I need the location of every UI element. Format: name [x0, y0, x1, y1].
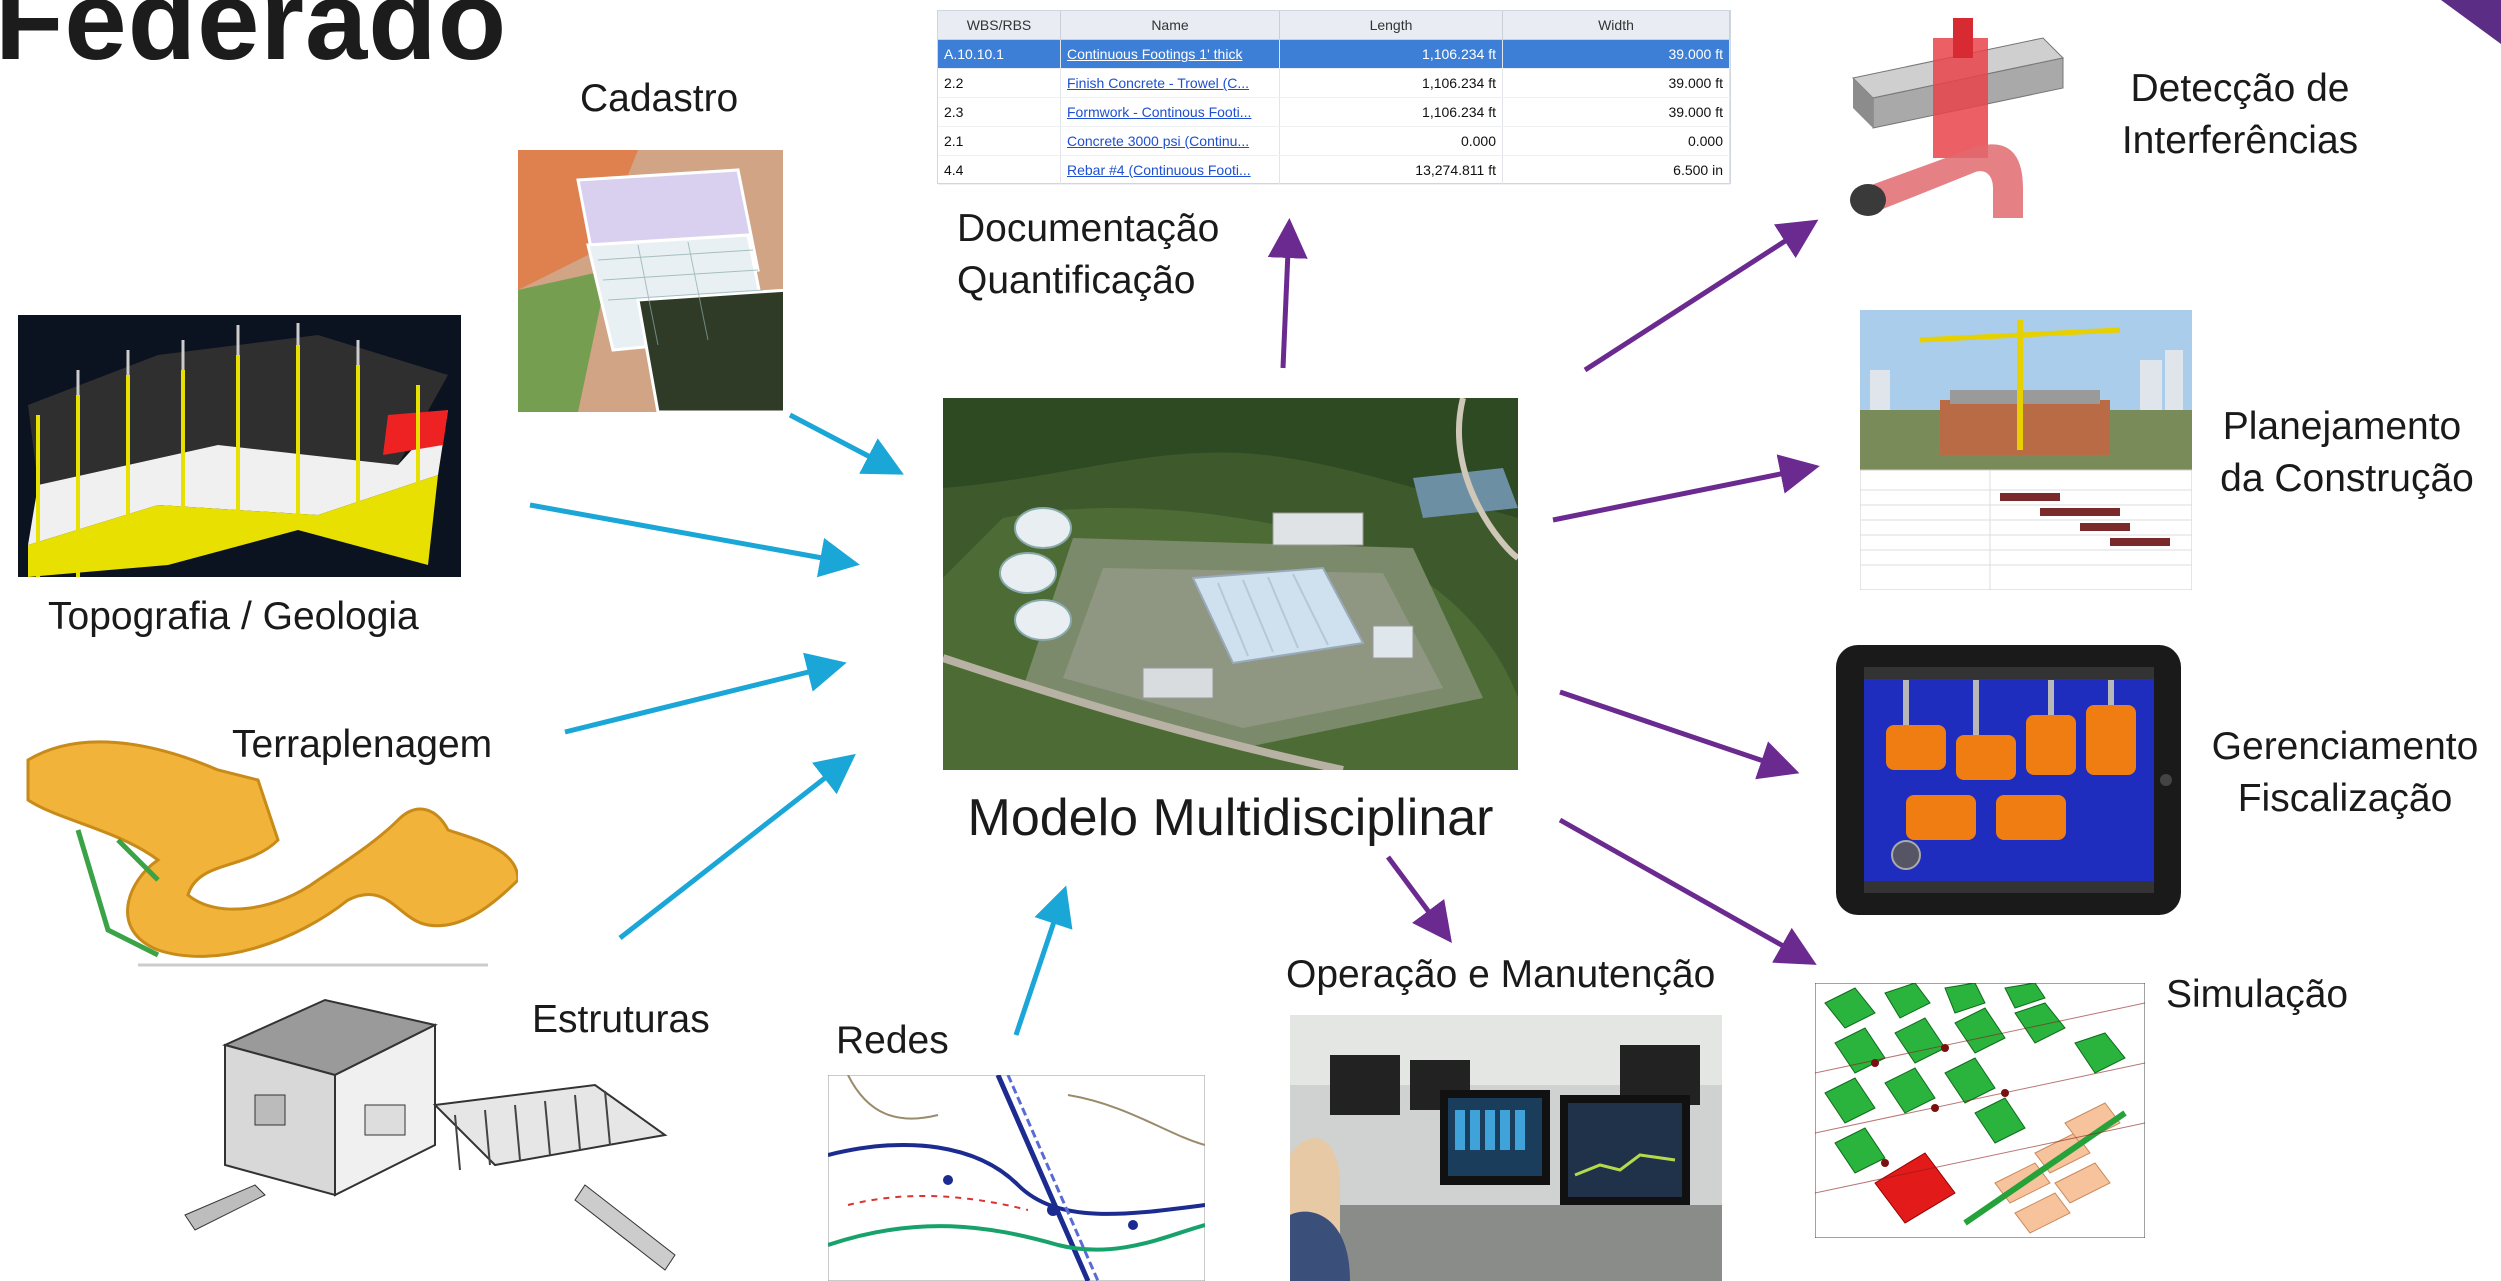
wbs-name-link[interactable]: Rebar #4 (Continuous Footi... — [1060, 155, 1280, 185]
arrow-structures-to-model — [618, 753, 856, 940]
wbs-cell: 2.3 — [938, 97, 1061, 127]
wbs-cell: 0.000 — [1502, 126, 1730, 156]
page-title: Federado — [0, 0, 508, 83]
management-tablet — [1836, 645, 2181, 915]
wbs-cell: A.10.10.1 — [938, 39, 1061, 69]
construction-planning-label-line1: Planejamento — [2222, 405, 2462, 448]
center-model-label: Modelo Multidisciplinar — [967, 789, 1494, 847]
clash-detection-model — [1850, 18, 2065, 218]
operations-maintenance-label: Operação e Manutenção — [1286, 953, 1716, 996]
cadastro-map-layers — [518, 150, 783, 412]
table-row[interactable]: 2.2 Finish Concrete - Trowel (C... 1,106… — [938, 68, 1730, 98]
wbs-cell: 1,106.234 ft — [1279, 39, 1503, 69]
arrow-cadastro-to-model — [788, 412, 904, 475]
operations-control-room — [1290, 1015, 1722, 1281]
earthworks-label: Terraplenagem — [232, 723, 493, 766]
table-row[interactable]: A.10.10.1 Continuous Footings 1' thick 1… — [938, 39, 1730, 69]
wbs-quantity-table: WBS/RBS Name Length Width A.10.10.1 Cont… — [937, 10, 1731, 185]
arrow-networks-to-model — [1013, 885, 1073, 1036]
wbs-name-link[interactable]: Finish Concrete - Trowel (C... — [1060, 68, 1280, 98]
arrow-earthworks-to-model — [564, 652, 847, 735]
structures-model — [184, 998, 676, 1271]
wbs-header-length: Length — [1279, 11, 1503, 40]
simulation-layout — [1815, 983, 2145, 1238]
arrow-model-to-simulation — [1558, 817, 1817, 965]
wbs-cell: 6.500 in — [1502, 155, 1730, 185]
documentation-label-line1: Documentação — [957, 207, 1220, 250]
wbs-cell: 39.000 ft — [1502, 97, 1730, 127]
wbs-header-wbs: WBS/RBS — [938, 11, 1061, 40]
clash-detection-label-line2: Interferências — [2121, 119, 2359, 162]
corner-accent — [2441, 0, 2501, 44]
arrow-model-to-planning — [1552, 454, 1820, 523]
wbs-name-link[interactable]: Formwork - Continous Footi... — [1060, 97, 1280, 127]
topography-geology-model — [18, 315, 461, 577]
wbs-cell: 2.2 — [938, 68, 1061, 98]
construction-planning-label-line2: da Construção — [2220, 457, 2474, 500]
arrow-model-to-clash-detection — [1583, 219, 1819, 373]
wbs-cell: 4.4 — [938, 155, 1061, 185]
multidisciplinary-model-render — [943, 398, 1518, 770]
networks-drawing — [828, 1075, 1205, 1281]
wbs-cell: 1,106.234 ft — [1279, 97, 1503, 127]
table-row[interactable]: 4.4 Rebar #4 (Continuous Footi... 13,274… — [938, 155, 1730, 185]
wbs-cell: 39.000 ft — [1502, 68, 1730, 98]
wbs-name-link[interactable]: Concrete 3000 psi (Continu... — [1060, 126, 1280, 156]
wbs-header-width: Width — [1502, 11, 1730, 40]
wbs-cell: 0.000 — [1279, 126, 1503, 156]
networks-label: Redes — [836, 1019, 949, 1062]
arrow-model-to-operations — [1385, 855, 1452, 944]
wbs-header-name: Name — [1060, 11, 1280, 40]
wbs-cell: 39.000 ft — [1502, 39, 1730, 69]
table-row[interactable]: 2.1 Concrete 3000 psi (Continu... 0.000 … — [938, 126, 1730, 156]
simulation-label: Simulação — [2166, 973, 2349, 1016]
wbs-cell: 1,106.234 ft — [1279, 68, 1503, 98]
structures-label: Estruturas — [532, 998, 710, 1041]
management-label-line2: Fiscalização — [2237, 777, 2453, 820]
table-row[interactable]: 2.3 Formwork - Continous Footi... 1,106.… — [938, 97, 1730, 127]
arrow-model-to-management — [1559, 689, 1800, 780]
cadastro-label: Cadastro — [580, 77, 739, 120]
arrow-model-to-documentation — [1267, 218, 1308, 369]
documentation-label-line2: Quantificação — [957, 259, 1196, 302]
wbs-cell: 2.1 — [938, 126, 1061, 156]
topography-geology-label: Topografia / Geologia — [48, 595, 419, 638]
arrow-topography-to-model — [529, 502, 860, 578]
management-label-line1: Gerenciamento — [2211, 725, 2479, 768]
wbs-cell: 13,274.811 ft — [1279, 155, 1503, 185]
wbs-name-link[interactable]: Continuous Footings 1' thick — [1060, 39, 1280, 69]
earthworks-model — [26, 740, 518, 967]
construction-schedule-view — [1860, 310, 2192, 590]
clash-detection-label-line1: Detecção de — [2130, 67, 2350, 110]
